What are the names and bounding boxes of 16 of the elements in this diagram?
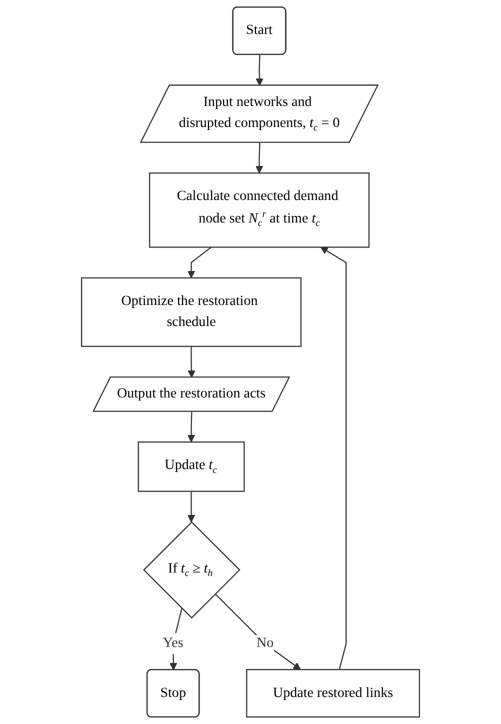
arrow xyxy=(187,412,196,442)
node-box: Calculate connected demand node set N$_{c}$$^{r}$ at time t$_{c}$ xyxy=(149,172,370,248)
arrow xyxy=(170,608,182,670)
node-diamond: If t$_{c}$ ≥ t$_{h}$ xyxy=(143,521,240,619)
arrow xyxy=(214,593,301,670)
node-box: Optimize the restoration schedule xyxy=(81,277,302,347)
arrow xyxy=(255,142,264,174)
node-box: Update restored links xyxy=(246,669,420,718)
arrow xyxy=(187,246,212,278)
edge-label: No xyxy=(256,636,274,651)
arrow xyxy=(187,491,196,522)
arrow xyxy=(320,246,347,670)
edge-label: Yes xyxy=(162,636,184,651)
arrow xyxy=(256,54,264,86)
node-box: Update t$_{c}$ xyxy=(138,441,245,492)
arrow xyxy=(188,346,196,378)
